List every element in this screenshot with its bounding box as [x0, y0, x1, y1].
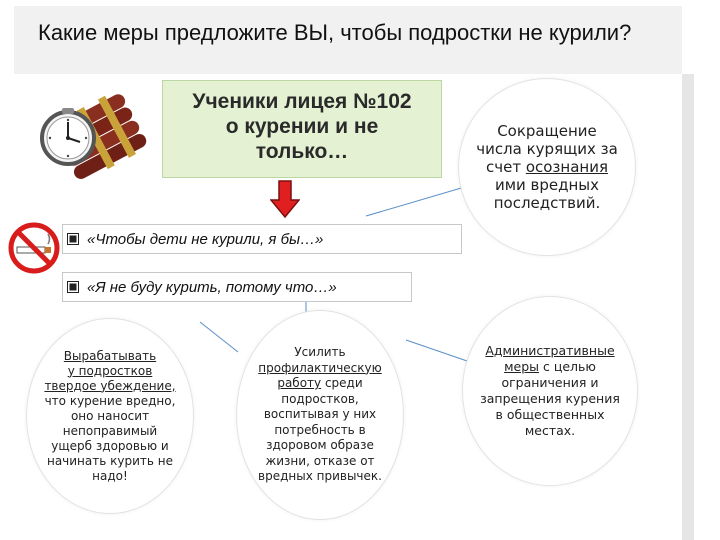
bubble-prevention-line: работу среди [277, 376, 363, 391]
bubble-awareness-line: счет осознания [485, 158, 608, 176]
bubble-conviction-line: что курение вредно, [44, 393, 176, 408]
no-smoking-icon [8, 222, 60, 274]
bubble-conviction-line: надо! [92, 468, 128, 483]
bubble-conviction-line: твердое убеждение, [44, 378, 176, 393]
bubble-prevention-line: воспитывая у них [263, 407, 377, 422]
bubble-conviction-line: оно наносит [70, 408, 150, 423]
bubble-conviction-line: непоправимый [62, 423, 158, 438]
title-bar: Какие меры предложите ВЫ, чтобы подростк… [14, 6, 682, 74]
bubble-conviction-line: ущерб здоровью и [51, 438, 169, 453]
bubble-prevention-line: вредных привычек. [258, 469, 382, 484]
lyceum-students-box: Ученики лицея №102 о курении и не только… [162, 80, 442, 178]
checkbox-bullet-icon [67, 233, 79, 245]
bubble-conviction-line: начинать курить не [46, 453, 174, 468]
bubble-administrative-line: меры с целью [504, 359, 596, 374]
connector-right [405, 339, 471, 363]
bubble-administrative: Административные меры с целью ограничени… [462, 296, 638, 486]
bubble-prevention-line: профилактическую [258, 360, 382, 375]
prompt-second-text: «Я не буду курить, потому что…» [87, 278, 337, 296]
time-bomb-icon [40, 94, 147, 179]
bubble-awareness-line: числа курящих за [476, 140, 618, 158]
lyceum-line-2: о курении и не [225, 115, 379, 138]
prompt-row-second: «Я не буду курить, потому что…» [62, 272, 412, 302]
bubble-administrative-line: Административные [485, 343, 615, 358]
bubble-awareness: Сокращение числа курящих за счет осознан… [458, 78, 636, 256]
bubble-administrative-line: запрещения курения [480, 391, 620, 406]
connector-top [365, 185, 469, 217]
bubble-conviction-line: у подростков [67, 363, 153, 378]
bubble-conviction: Вырабатывать у подростков твердое убежде… [26, 318, 194, 514]
bubble-conviction-line: Вырабатывать [63, 348, 157, 363]
bubble-awareness-line: ими вредных [494, 176, 600, 194]
lyceum-line-3: только… [255, 140, 349, 163]
bubble-administrative-line: ограничения и [501, 375, 599, 390]
bubble-prevention-line: здоровом образе [266, 438, 374, 453]
lyceum-line-1: Ученики лицея №102 [192, 90, 412, 113]
bubble-prevention-line: жизни, отказе от [265, 453, 375, 468]
bubble-awareness-line: Сокращение [497, 122, 597, 140]
bubble-prevention-line: потребность в [274, 422, 366, 437]
connector-left [199, 321, 239, 353]
bubble-prevention-line: Усилить [294, 345, 346, 360]
prompt-row-first: «Чтобы дети не курили, я бы…» [62, 224, 462, 254]
down-arrow-icon [270, 180, 300, 218]
checkbox-bullet-icon [67, 281, 79, 293]
bubble-administrative-line: в общественных [495, 407, 605, 422]
slide-title: Какие меры предложите ВЫ, чтобы подростк… [38, 20, 632, 45]
bubble-awareness-line: последствий. [493, 194, 601, 212]
bubble-administrative-line: местах. [524, 423, 576, 438]
bubble-prevention: Усилить профилактическую работу среди по… [236, 310, 404, 520]
prompt-first-text: «Чтобы дети не курили, я бы…» [87, 230, 324, 248]
bubble-prevention-line: подростков, [281, 391, 359, 406]
right-edge-strip [682, 74, 694, 540]
